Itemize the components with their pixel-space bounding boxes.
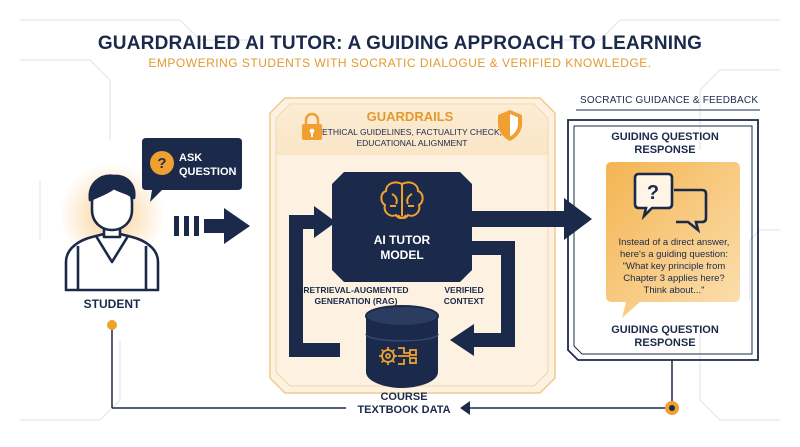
ask-line1: ASK — [179, 152, 203, 164]
gear-icon — [379, 347, 417, 365]
bubble-line-2: here's a guiding question: — [620, 249, 728, 260]
verified-line2: CONTEXT — [443, 296, 485, 306]
ask-question-bubble: ? — [142, 138, 242, 202]
guiding-question-text: Instead of a direct answer, here's a gui… — [608, 237, 740, 297]
bubble-line-4: Chapter 3 applies here? — [623, 273, 725, 284]
rag-line1: RETRIEVAL-AUGMENTED — [303, 285, 409, 295]
model-to-response-arrow — [472, 198, 592, 240]
guardrails-line2: EDUCATIONAL ALIGNMENT — [356, 138, 468, 148]
background-circuit-lines — [20, 19, 780, 421]
model-line2: MODEL — [380, 248, 424, 262]
guardrails-description: ETHICAL GUIDELINES, FACTUALITY CHECK, ED… — [300, 127, 524, 149]
brain-icon — [380, 181, 424, 219]
bubble-line-5: Think about..." — [643, 285, 705, 296]
database-line1: COURSE — [380, 391, 428, 403]
feedback-path — [107, 320, 679, 415]
database-label: COURSE TEXTBOOK DATA — [344, 391, 464, 417]
bubble-line-3: "What key principle from — [622, 261, 726, 272]
verified-context-label: VERIFIED CONTEXT — [434, 285, 494, 307]
database-icon — [365, 305, 439, 388]
bottom-title-line1: GUIDING QUESTION — [611, 324, 719, 336]
student-to-model-arrow — [174, 208, 250, 244]
svg-text:?: ? — [647, 182, 659, 204]
top-title-line1: GUIDING QUESTION — [611, 131, 719, 143]
database-line2: TEXTBOOK DATA — [357, 404, 451, 416]
guardrails-line1: ETHICAL GUIDELINES, FACTUALITY CHECK, — [322, 127, 502, 137]
socratic-section-label: SOCRATIC GUIDANCE & FEEDBACK — [580, 95, 759, 106]
loop-arrow-left — [289, 206, 340, 357]
model-line1: AI TUTOR — [373, 233, 431, 247]
bottom-response-title: GUIDING QUESTION RESPONSE — [590, 324, 740, 350]
lock-icon — [302, 112, 322, 140]
diagram-title: GUARDRAILED AI TUTOR: A GUIDING APPROACH… — [97, 33, 703, 54]
ai-tutor-model-label: AI TUTOR MODEL — [332, 233, 472, 263]
rag-label: RETRIEVAL-AUGMENTED GENERATION (RAG) — [300, 285, 412, 307]
rag-line2: GENERATION (RAG) — [314, 296, 398, 306]
bottom-title-line2: RESPONSE — [634, 337, 696, 349]
question-mark-icon — [150, 151, 174, 175]
top-title-line2: RESPONSE — [634, 144, 696, 156]
loop-arrow-right — [450, 241, 515, 356]
speech-bubbles-icon: ? — [633, 172, 708, 234]
verified-line1: VERIFIED — [444, 285, 484, 295]
socratic-frame — [567, 119, 759, 361]
student-icon — [64, 174, 160, 292]
svg-text:?: ? — [157, 155, 166, 172]
ask-line2: QUESTION — [179, 166, 237, 178]
student-label: STUDENT — [83, 297, 141, 311]
ask-question-label: ASK QUESTION — [179, 151, 236, 179]
diagram-subtitle: EMPOWERING STUDENTS WITH SOCRATIC DIALOG… — [148, 56, 652, 70]
ai-tutor-model-box — [332, 172, 472, 282]
shield-icon — [498, 110, 522, 141]
guardrails-heading: GUARDRAILS — [366, 109, 454, 124]
bubble-line-1: Instead of a direct answer, — [618, 237, 730, 248]
top-response-title: GUIDING QUESTION RESPONSE — [590, 131, 740, 157]
